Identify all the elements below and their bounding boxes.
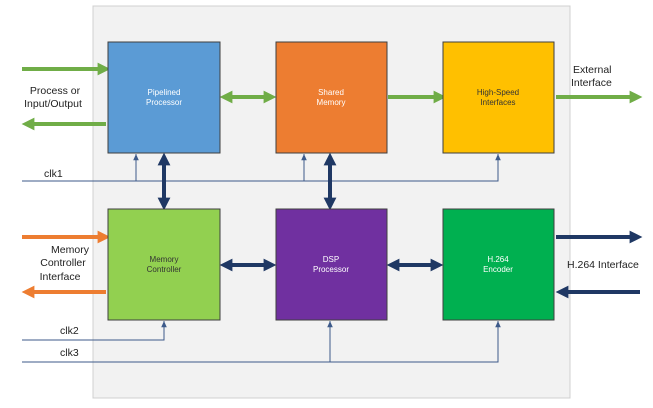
block-shared-memory: Shared Memory bbox=[275, 41, 388, 154]
high-speed-interfaces-box bbox=[442, 41, 555, 154]
h264-encoder-label-2: Encoder bbox=[483, 265, 513, 274]
clk2-label: clk2 bbox=[60, 325, 79, 337]
external-interface-label-2: Interface bbox=[571, 77, 612, 89]
block-memory-controller: Memory Controller bbox=[107, 208, 221, 321]
memory-controller-interface-label-1: Memory bbox=[51, 244, 90, 256]
memory-controller-label-2: Controller bbox=[147, 265, 182, 274]
dsp-processor-label-1: DSP bbox=[323, 255, 339, 264]
pipelined-processor-label-2: Processor bbox=[146, 98, 182, 107]
h264-encoder-label-1: H.264 bbox=[487, 255, 509, 264]
clk1-label: clk1 bbox=[44, 168, 63, 180]
shared-memory-box bbox=[275, 41, 388, 154]
dsp-processor-label-2: Processor bbox=[313, 265, 349, 274]
memory-controller-interface-label-2: Controller bbox=[40, 257, 86, 269]
pipelined-processor-box bbox=[107, 41, 221, 154]
dsp-processor-box bbox=[275, 208, 388, 321]
h264-encoder-box bbox=[442, 208, 555, 321]
high-speed-interfaces-label-2: Interfaces bbox=[480, 98, 515, 107]
block-dsp-processor: DSP Processor bbox=[275, 208, 388, 321]
memory-controller-box bbox=[107, 208, 221, 321]
memory-controller-label-1: Memory bbox=[150, 255, 179, 264]
block-h264-encoder: H.264 Encoder bbox=[442, 208, 555, 321]
clk2-line bbox=[22, 321, 167, 341]
shared-memory-label-1: Shared bbox=[318, 88, 344, 97]
shared-memory-label-2: Memory bbox=[317, 98, 346, 107]
process-io-label-2: Input/Output bbox=[24, 98, 82, 110]
external-interface-label-1: External bbox=[573, 64, 612, 76]
high-speed-interfaces-label-1: High-Speed bbox=[477, 88, 519, 97]
clk1-line bbox=[22, 154, 501, 182]
h264-interface-label: H.264 Interface bbox=[567, 259, 639, 271]
memory-controller-interface-label-3: Interface bbox=[40, 271, 81, 283]
clk3-label: clk3 bbox=[60, 347, 79, 359]
process-io-label-1: Process or bbox=[30, 85, 81, 97]
pipelined-processor-label-1: Pipelined bbox=[148, 88, 181, 97]
clk3-line bbox=[22, 321, 501, 363]
block-high-speed-interfaces: High-Speed Interfaces bbox=[442, 41, 555, 154]
block-pipelined-processor: Pipelined Processor bbox=[107, 41, 221, 154]
